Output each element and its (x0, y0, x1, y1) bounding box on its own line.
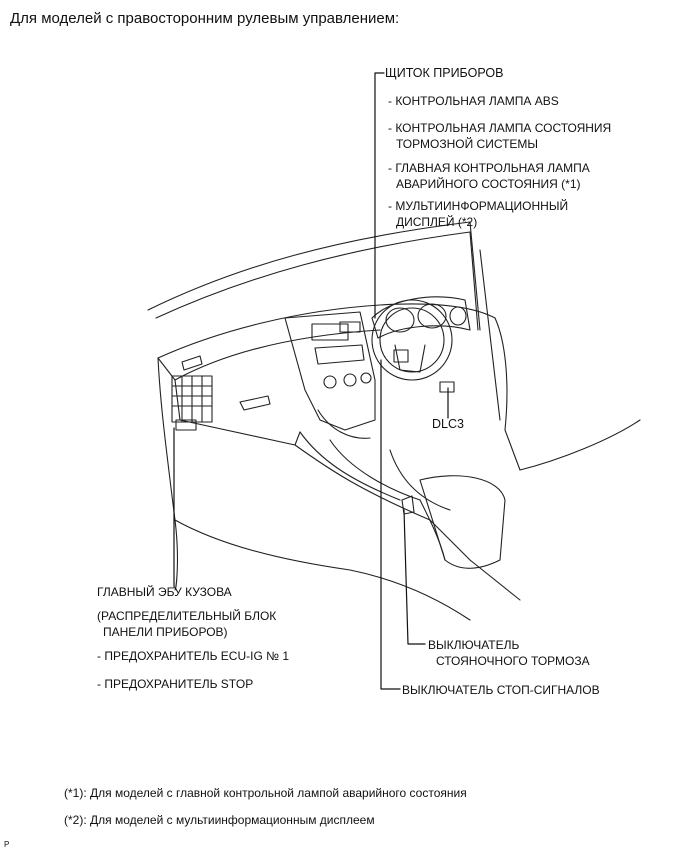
body-ecu-block (171, 375, 213, 431)
footnote-2: (*2): Для моделей с мультиинформационным… (64, 813, 375, 827)
master-warning-light-label-line2: АВАРИЙНОГО СОСТОЯНИЯ (*1) (396, 177, 581, 191)
master-warning-light-label-line1: - ГЛАВНАЯ КОНТРОЛЬНАЯ ЛАМПА (388, 161, 590, 175)
multi-display-label-line1: - МУЛЬТИИНФОРМАЦИОННЫЙ (388, 199, 569, 213)
abs-warning-light-label: - КОНТРОЛЬНАЯ ЛАМПА ABS (388, 94, 559, 108)
page-heading: Для моделей с правосторонним рулевым упр… (10, 10, 400, 27)
leader-lines (173, 72, 449, 690)
parking-brake-switch-label-line2: СТОЯНОЧНОГО ТОРМОЗА (436, 654, 590, 668)
footnote-1: (*1): Для моделей с главной контрольной … (64, 786, 467, 800)
stop-light-switch-label: ВЫКЛЮЧАТЕЛЬ СТОП-СИГНАЛОВ (402, 683, 600, 697)
dlc3-label: DLC3 (432, 417, 464, 431)
brake-warning-light-label-line2: ТОРМОЗНОЙ СИСТЕМЫ (396, 137, 539, 151)
main-body-ecu-subtitle-line1: (РАСПРЕДЕЛИТЕЛЬНЫЙ БЛОК (97, 609, 277, 623)
center-console (284, 311, 506, 569)
multi-display-label-line2: ДИСПЛЕЙ (*2) (396, 215, 478, 229)
combination-meter-title: ЩИТОК ПРИБОРОВ (385, 66, 504, 80)
corner-mark: P (4, 840, 10, 849)
instrument-cluster (371, 296, 471, 393)
brake-warning-light-label-line1: - КОНТРОЛЬНАЯ ЛАМПА СОСТОЯНИЯ (388, 121, 612, 135)
main-body-ecu-subtitle-line2: ПАНЕЛИ ПРИБОРОВ) (103, 625, 228, 639)
main-body-ecu-title: ГЛАВНЫЙ ЭБУ КУЗОВА (97, 585, 232, 599)
parking-brake-switch-label-line1: ВЫКЛЮЧАТЕЛЬ (428, 638, 520, 652)
stop-fuse-label: - ПРЕДОХРАНИТЕЛЬ STOP (97, 677, 254, 691)
dashboard-outline (157, 303, 641, 621)
ecu-ig-fuse-label: - ПРЕДОХРАНИТЕЛЬ ECU-IG № 1 (97, 649, 290, 663)
